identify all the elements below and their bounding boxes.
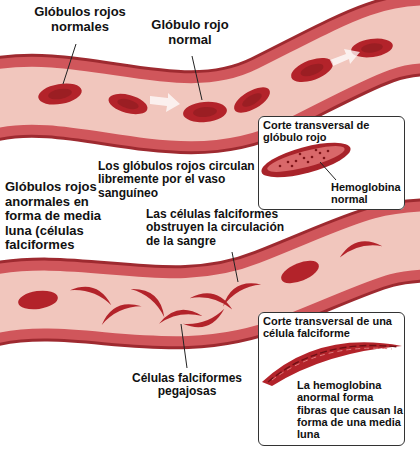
leader-lines [63, 44, 238, 368]
caption-label: Las células falciformes obstruyen la cir… [146, 208, 296, 248]
caption-label: Glóbulos rojos anormales en forma de med… [5, 180, 117, 253]
inset-title: Corte transversal de glóbulo rojo [263, 119, 401, 144]
caption-label: Glóbulos rojos normales [25, 5, 135, 34]
normal-red-cells [37, 36, 394, 124]
caption-label: Células falciformes pegajosas [120, 372, 254, 399]
caption-label: Los glóbulos rojos circulan libremente p… [98, 160, 256, 200]
inset-panel [258, 312, 405, 446]
inset-title: Corte transversal de una célula falcifor… [263, 315, 401, 340]
inset-panel [258, 116, 405, 210]
inset-label: Hemoglobina normal [331, 181, 403, 206]
caption-label: Glóbulo rojo normal [142, 18, 238, 47]
inset-label: La hemoglobina anormal forma fibras que … [297, 379, 403, 441]
inset-box: Corte transversal de glóbulo rojoHemoglo… [258, 116, 405, 210]
inset-box: Corte transversal de una célula falcifor… [258, 312, 405, 446]
